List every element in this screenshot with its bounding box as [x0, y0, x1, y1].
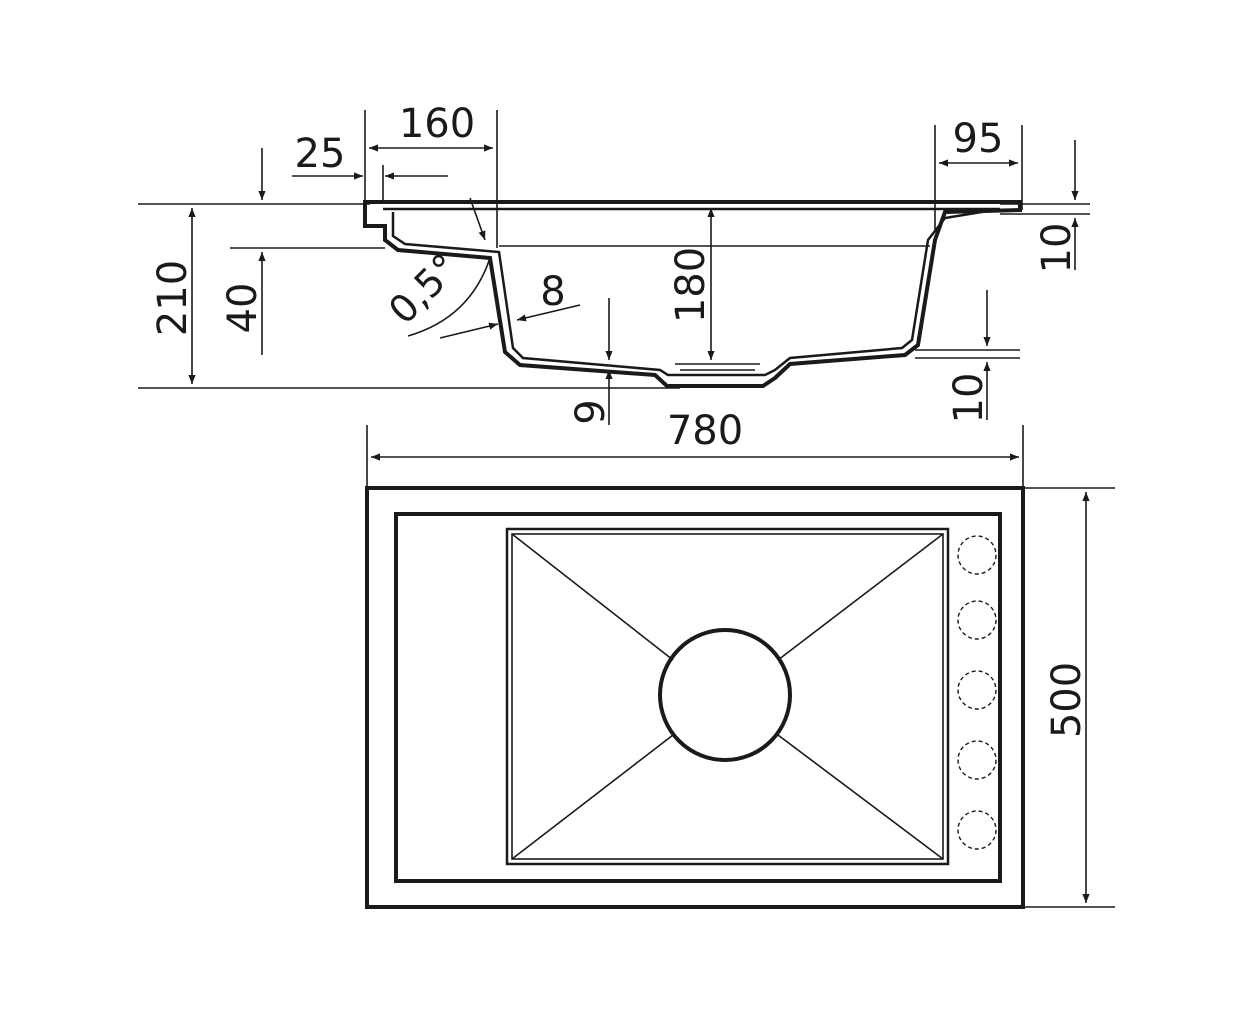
dim-160-label: 160: [399, 101, 475, 147]
sink-profile-outer: [363, 200, 1022, 388]
dim-500-label: 500: [1044, 662, 1090, 738]
draft-angle-label: 0,5°: [380, 245, 467, 332]
dim-9-label: 9: [568, 399, 614, 424]
bowl-diagonal-top-left: [511, 533, 674, 661]
dim-10-rim-label: 10: [1034, 223, 1080, 274]
bowl-diagonal-bottom-right: [777, 734, 944, 860]
bowl-outline: [505, 527, 950, 866]
dim-180-label: 180: [668, 247, 714, 323]
drain-icon: [658, 628, 792, 762]
dim-40-label: 40: [220, 283, 266, 334]
section-view: 25 160 95 210 40 180 8 0,5° 9: [138, 101, 1090, 425]
dim-210-label: 210: [150, 260, 196, 336]
sink-outer-outline: [365, 486, 1025, 909]
dim-10-bottom-label: 10: [946, 373, 992, 424]
dim-780-label: 780: [667, 408, 743, 454]
bowl-diagonal-bottom-left: [511, 734, 674, 860]
faucet-hole-icon-2: [957, 600, 997, 640]
bowl-inner-outline: [511, 533, 944, 860]
draft-angle-arc: [407, 257, 491, 337]
dim-8-label: 8: [540, 269, 565, 315]
faucet-hole-icon-5: [957, 810, 997, 850]
dim-95-label: 95: [953, 116, 1004, 162]
draft-angle-arrow-top: [469, 197, 486, 241]
faucet-hole-icon-1: [957, 535, 997, 575]
faucet-hole-icon-3: [957, 670, 997, 710]
bowl-diagonal-top-right: [777, 533, 944, 661]
sink-profile-inner: [383, 207, 1001, 377]
sink-inner-rim: [394, 512, 1002, 883]
drain-detail: [675, 363, 760, 371]
dim-8-arrow-right: [516, 304, 581, 322]
dim-25-label: 25: [295, 131, 346, 177]
faucet-hole-icon-4: [957, 740, 997, 780]
plan-view: 780 500: [365, 408, 1115, 909]
dim-8-arrow-left: [439, 322, 499, 339]
